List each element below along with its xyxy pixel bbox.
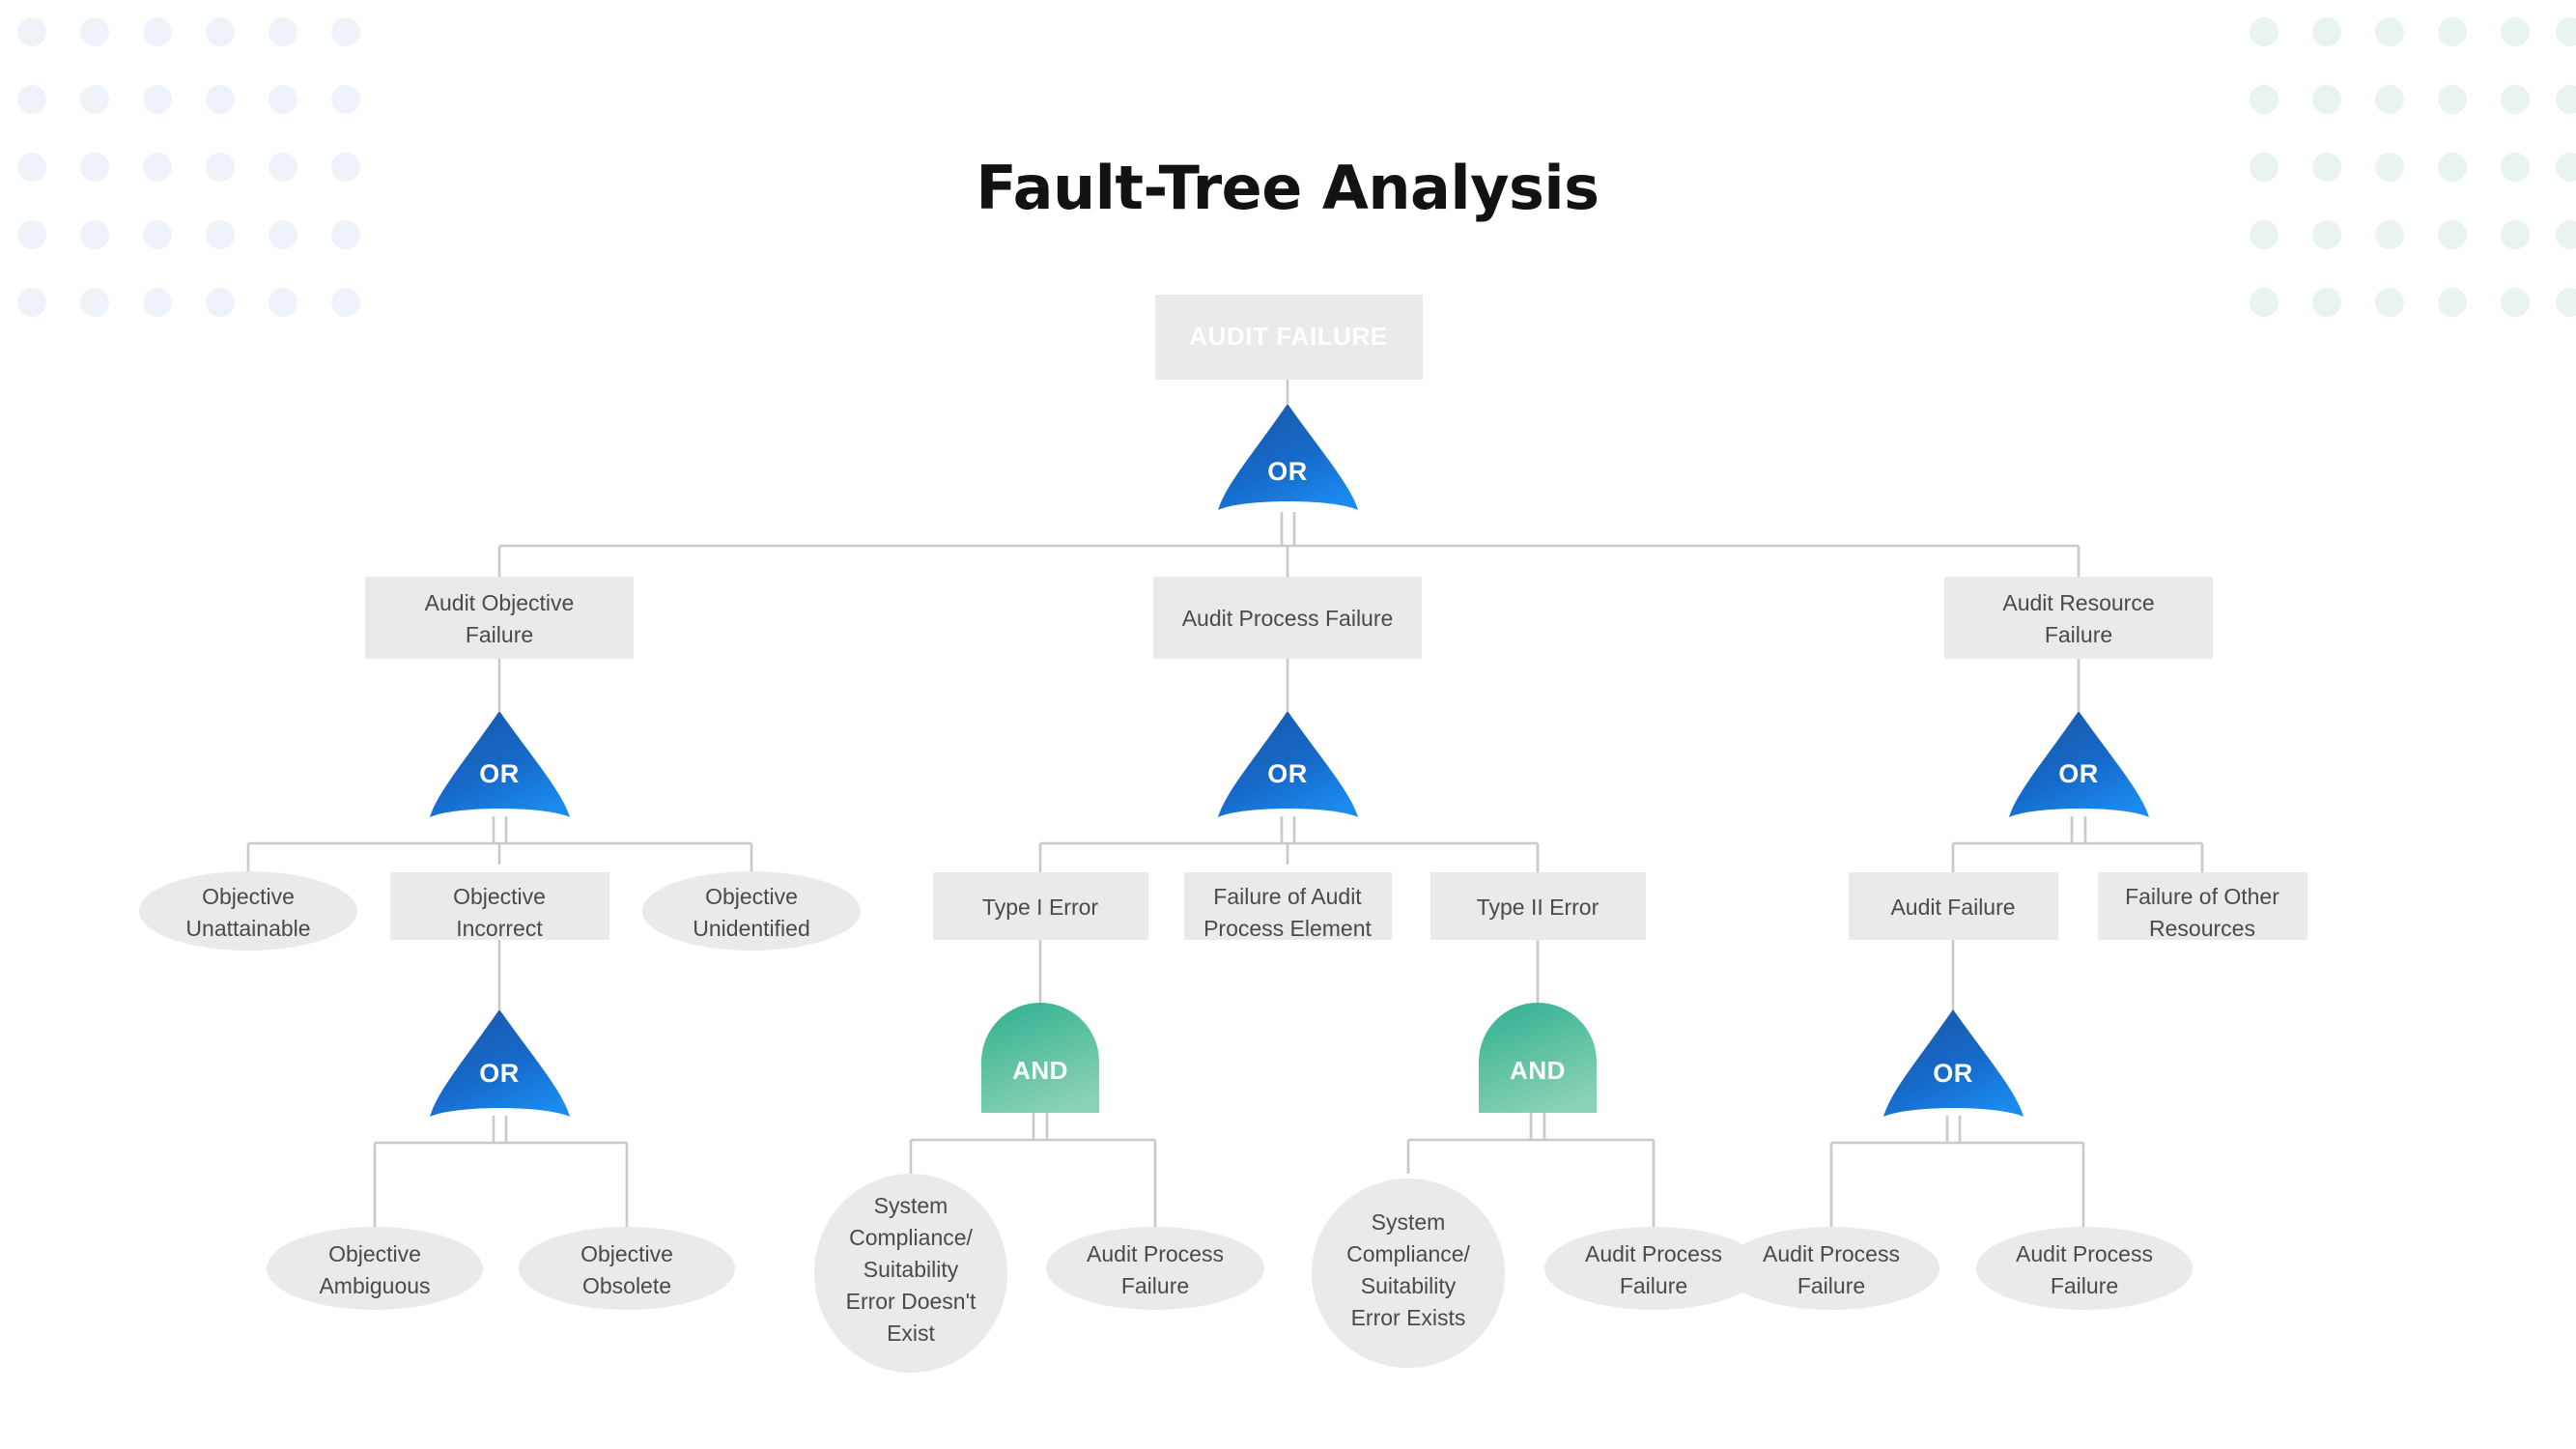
gate-label-g5: AND (1012, 1056, 1068, 1085)
node-label-line2: Failure (1620, 1273, 1687, 1298)
node-label-line1: Objective (328, 1241, 421, 1266)
node-system-compliance-error-exists[interactable]: System Compliance/ Suitability Error Exi… (1312, 1179, 1505, 1368)
node-label-line1: Audit Resource (2002, 590, 2154, 615)
node-objective-incorrect[interactable]: Objective Incorrect (390, 872, 609, 941)
gate-and-g5[interactable]: AND (981, 1003, 1099, 1113)
gate-label-g4: OR (479, 1059, 520, 1088)
node-label-line2: Failure (2051, 1273, 2118, 1298)
node-audit-failure[interactable]: Audit Failure (1849, 872, 2058, 940)
node-audit-resource-failure[interactable]: Audit Resource Failure (1944, 577, 2213, 659)
node-label-line2: Compliance/ (1346, 1241, 1470, 1266)
node-label-line3: Suitability (863, 1257, 959, 1282)
gate-and-g6[interactable]: AND (1479, 1003, 1597, 1113)
node-audit-objective-failure[interactable]: Audit Objective Failure (365, 577, 634, 659)
dot-grid-left (17, 17, 360, 317)
gate-or-g0[interactable]: OR (1218, 404, 1358, 510)
node-label-line1: Type II Error (1477, 895, 1599, 920)
node-label-line1: Objective (580, 1241, 673, 1266)
node-label-line1: Audit Process (2016, 1241, 2153, 1266)
node-label-line2: Incorrect (456, 916, 543, 941)
node-failure-of-audit-process-element[interactable]: Failure of Audit Process Element (1184, 872, 1392, 941)
dot-grid-right (2250, 17, 2576, 317)
page-title: Fault-Tree Analysis (976, 153, 1599, 223)
node-label-line2: Compliance/ (849, 1225, 973, 1250)
node-label-line1: Objective (705, 884, 798, 909)
node-label-line2: Obsolete (582, 1273, 671, 1298)
node-objective-unidentified[interactable]: Objective Unidentified (642, 871, 861, 951)
gate-or-g1[interactable]: OR (430, 711, 570, 817)
node-label-line1: Objective (202, 884, 295, 909)
node-label-line1: Audit Process (1087, 1241, 1224, 1266)
node-objective-obsolete[interactable]: Objective Obsolete (519, 1227, 735, 1310)
node-audit-process-failure-g7-left[interactable]: Audit Process Failure (1723, 1227, 1939, 1310)
node-objective-unattainable[interactable]: Objective Unattainable (139, 871, 357, 951)
gate-or-g4[interactable]: OR (430, 1009, 570, 1117)
node-label-line2: Unattainable (185, 916, 310, 941)
node-audit-process-failure-g6[interactable]: Audit Process Failure (1544, 1227, 1763, 1310)
node-label-line1: System (874, 1193, 948, 1218)
node-label-line1: Type I Error (982, 895, 1098, 920)
node-label-line3: Suitability (1361, 1273, 1457, 1298)
gate-or-g2[interactable]: OR (1218, 711, 1358, 817)
node-label-line5: Exist (887, 1321, 935, 1346)
node-label-line2: Failure (1121, 1273, 1189, 1298)
gate-label-g2: OR (1267, 759, 1308, 788)
node-audit-process-failure[interactable]: Audit Process Failure (1153, 577, 1422, 659)
gate-or-g3[interactable]: OR (2009, 711, 2149, 817)
top-event-label: AUDIT FAILURE (1189, 322, 1388, 351)
node-objective-ambiguous[interactable]: Objective Ambiguous (267, 1227, 483, 1310)
node-system-compliance-error-doesnt-exist[interactable]: System Compliance/ Suitability Error Doe… (814, 1174, 1007, 1373)
node-label-line1: System (1372, 1209, 1446, 1235)
node-label-line2: Failure (466, 622, 533, 647)
node-label-line4: Error Exists (1351, 1305, 1466, 1330)
gate-label-g1: OR (479, 759, 520, 788)
node-label-line4: Error Doesn't (846, 1289, 977, 1314)
node-top-event[interactable]: AUDIT FAILURE (1155, 295, 1423, 380)
gate-or-g7[interactable]: OR (1883, 1009, 2024, 1117)
node-label-line1: Audit Objective (425, 590, 575, 615)
node-label-line2: Failure (2045, 622, 2112, 647)
gate-label-g6: AND (1510, 1056, 1566, 1085)
node-label-line2: Ambiguous (319, 1273, 430, 1298)
node-audit-process-failure-g7-right[interactable]: Audit Process Failure (1976, 1227, 2193, 1310)
node-label-line2: Process Element (1203, 916, 1372, 941)
node-audit-process-failure-g5[interactable]: Audit Process Failure (1046, 1227, 1264, 1310)
node-label-line1: Audit Process (1763, 1241, 1900, 1266)
node-label-line1: Failure of Other (2125, 884, 2279, 909)
node-label-line2: Resources (2149, 916, 2255, 941)
node-label-line1: Audit Failure (1890, 895, 2015, 920)
node-label-line1: Objective (453, 884, 546, 909)
node-label-line1: Audit Process Failure (1182, 606, 1394, 631)
node-label-line2: Unidentified (693, 916, 809, 941)
node-label-line1: Audit Process (1585, 1241, 1722, 1266)
gate-label-g0: OR (1267, 457, 1308, 486)
node-label-line2: Failure (1798, 1273, 1865, 1298)
node-type-i-error[interactable]: Type I Error (933, 872, 1148, 940)
gate-label-g3: OR (2058, 759, 2099, 788)
node-label-line1: Failure of Audit (1213, 884, 1362, 909)
node-type-ii-error[interactable]: Type II Error (1430, 872, 1646, 940)
node-failure-of-other-resources[interactable]: Failure of Other Resources (2098, 872, 2307, 941)
gate-label-g7: OR (1933, 1059, 1973, 1088)
